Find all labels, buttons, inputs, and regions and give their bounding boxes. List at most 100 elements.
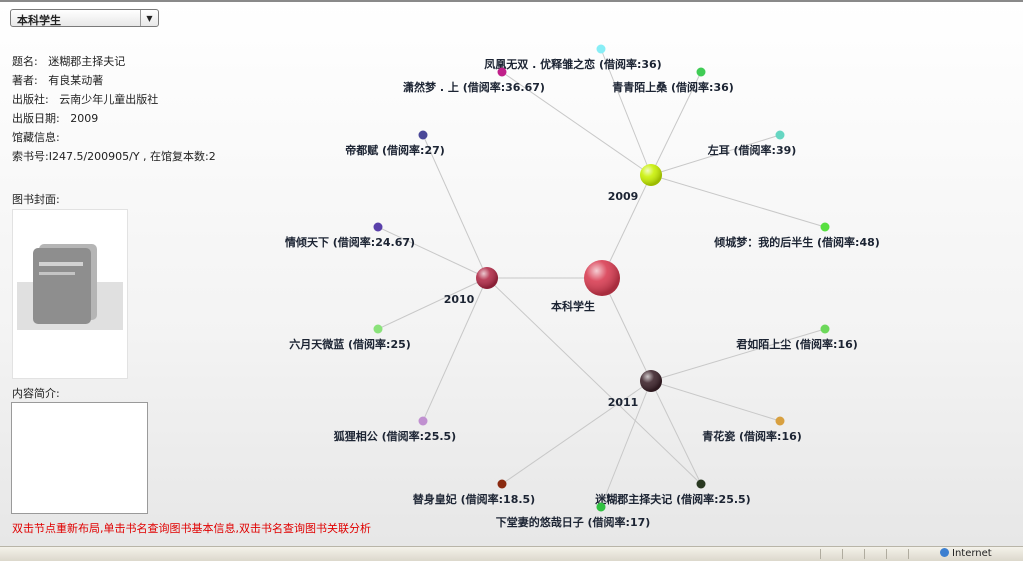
book-node-b14[interactable]: 下堂妻的悠哉日子 (借阅率:17) xyxy=(496,502,651,530)
user-type-select[interactable]: 本科学生 ▼ xyxy=(10,9,159,27)
node-shine-root xyxy=(584,260,620,296)
node-label-b8[interactable]: 六月天微蓝 (借阅率:25) xyxy=(289,337,411,351)
node-label-b4[interactable]: 左耳 (借阅率:39) xyxy=(707,143,797,157)
node-circle-b8[interactable] xyxy=(373,324,383,334)
graph-edge-y2010-b8 xyxy=(377,277,488,330)
node-circle-b3[interactable] xyxy=(696,67,706,77)
graph-edge-y2010-b7 xyxy=(377,226,488,279)
book-title-label: 题名: xyxy=(12,55,38,68)
graph-edge-y2009-b2 xyxy=(501,71,652,176)
node-circle-b10[interactable] xyxy=(820,324,830,334)
node-label-b5[interactable]: 倾城梦：我的后半生 (借阅率:48) xyxy=(713,235,880,249)
book-publisher-value: 云南少年儿童出版社 xyxy=(59,93,159,106)
node-label-b3[interactable]: 青青陌上桑 (借阅率:36) xyxy=(612,80,734,94)
book-node-b7[interactable]: 情倾天下 (借阅率:24.67) xyxy=(285,222,415,250)
book-node-b4[interactable]: 左耳 (借阅率:39) xyxy=(707,130,797,158)
graph-edge-y2009-b5 xyxy=(650,174,826,228)
graph-nodes: 本科学生 2009 2010 2011 凤凰无双 . 优释雏之恋 (借阅率:36) 潇然梦… xyxy=(285,44,880,530)
book-author-value: 有良某动著 xyxy=(48,74,104,87)
node-circle-b2[interactable] xyxy=(497,67,507,77)
book-cover-image xyxy=(12,209,128,379)
book-node-b5[interactable]: 倾城梦：我的后半生 (借阅率:48) xyxy=(713,222,880,250)
book-author-label: 著者: xyxy=(12,74,38,87)
call-number-text: 索书号:I247.5/200905/Y , 在馆复本数:2 xyxy=(12,150,216,163)
node-label-b11[interactable]: 青花瓷 (借阅率:16) xyxy=(702,429,802,443)
book-publisher-label: 出版社: xyxy=(12,93,49,106)
graph-edge-y2010-b9 xyxy=(422,277,488,422)
book-node-b3[interactable]: 青青陌上桑 (借阅率:36) xyxy=(612,67,734,95)
book-publisher-row: 出版社: 云南少年儿童出版社 xyxy=(12,91,158,107)
node-circle-b12[interactable] xyxy=(497,479,507,489)
node-circle-b11[interactable] xyxy=(775,416,785,426)
node-circle-b6[interactable] xyxy=(418,130,428,140)
book-node-b1[interactable]: 凤凰无双 . 优释雏之恋 (借阅率:36) xyxy=(484,44,662,72)
book-node-b10[interactable]: 君如陌上尘 (借阅率:16) xyxy=(736,324,858,352)
holdings-label: 馆藏信息: xyxy=(12,131,60,144)
graph-edges xyxy=(377,48,826,508)
book-pubdate-label: 出版日期: xyxy=(12,112,60,125)
node-circle-b9[interactable] xyxy=(418,416,428,426)
book-author-row: 著者: 有良某动著 xyxy=(12,72,103,88)
node-label-y2010[interactable]: 2010 xyxy=(444,293,475,306)
node-circle-b4[interactable] xyxy=(775,130,785,140)
year-node-y2009[interactable]: 2009 xyxy=(608,164,662,203)
intro-textbox[interactable] xyxy=(11,402,148,514)
book-pubdate-row: 出版日期: 2009 xyxy=(12,110,98,126)
graph-edge-root-y2011 xyxy=(601,277,652,382)
node-label-b1[interactable]: 凤凰无双 . 优释雏之恋 (借阅率:36) xyxy=(484,57,661,71)
graph-edge-y2009-b4 xyxy=(650,134,781,176)
node-label-b12[interactable]: 替身皇妃 (借阅率:18.5) xyxy=(413,492,535,506)
book-pubdate-value: 2009 xyxy=(70,112,99,125)
node-label-b7[interactable]: 情倾天下 (借阅率:24.67) xyxy=(285,235,415,249)
node-label-b2[interactable]: 潇然梦 . 上 (借阅率:36.67) xyxy=(403,80,545,94)
node-circle-b1[interactable] xyxy=(596,44,606,54)
node-circle-b13[interactable] xyxy=(696,479,706,489)
intro-label: 内容简介: xyxy=(12,387,60,400)
book-placeholder-icon xyxy=(17,244,123,330)
relation-graph[interactable]: 本科学生 2009 2010 2011 凤凰无双 . 优释雏之恋 (借阅率:36) 潇然梦… xyxy=(0,0,1023,545)
node-label-y2011[interactable]: 2011 xyxy=(608,396,639,409)
node-label-y2009[interactable]: 2009 xyxy=(608,190,639,203)
cover-label: 图书封面: xyxy=(12,193,60,206)
usage-hint: 双击节点重新布局,单击书名查询图书基本信息,双击书名查询图书关联分析 xyxy=(12,522,371,535)
book-title-value: 迷糊郡主择夫记 xyxy=(48,55,126,68)
book-node-b6[interactable]: 帝都赋 (借阅率:27) xyxy=(345,130,445,158)
node-label-b9[interactable]: 狐狸相公 (借阅率:25.5) xyxy=(334,429,456,443)
node-shine-y2009 xyxy=(640,164,662,186)
year-node-y2011[interactable]: 2011 xyxy=(608,370,662,409)
book-title-row: 题名: 迷糊郡主择夫记 xyxy=(12,53,125,69)
node-label-root[interactable]: 本科学生 xyxy=(551,299,595,313)
graph-edge-y2010-b13 xyxy=(486,277,702,485)
book-node-b12[interactable]: 替身皇妃 (借阅率:18.5) xyxy=(413,479,535,507)
graph-edge-y2009-b1 xyxy=(600,48,652,176)
book-node-b9[interactable]: 狐狸相公 (借阅率:25.5) xyxy=(334,416,456,444)
node-circle-b14[interactable] xyxy=(596,502,606,512)
node-shine-y2011 xyxy=(640,370,662,392)
zone-text: Internet xyxy=(952,548,992,559)
book-node-b2[interactable]: 潇然梦 . 上 (借阅率:36.67) xyxy=(403,67,545,95)
book-node-b11[interactable]: 青花瓷 (借阅率:16) xyxy=(702,416,802,444)
globe-icon xyxy=(940,548,949,557)
graph-edge-y2011-b12 xyxy=(501,380,652,485)
node-label-b10[interactable]: 君如陌上尘 (借阅率:16) xyxy=(736,337,858,351)
graph-edge-y2011-b10 xyxy=(650,328,826,382)
graph-edge-root-y2009 xyxy=(601,174,652,279)
node-label-b14[interactable]: 下堂妻的悠哉日子 (借阅率:17) xyxy=(496,515,651,529)
browser-statusbar: Internet xyxy=(0,546,1023,561)
book-node-b13[interactable]: 迷糊郡主择夫记 (借阅率:25.5) xyxy=(594,479,751,507)
security-zone: Internet xyxy=(940,548,992,559)
graph-edge-y2011-b13 xyxy=(650,380,702,485)
node-circle-b7[interactable] xyxy=(373,222,383,232)
window-top-border xyxy=(0,0,1023,2)
root-node-root[interactable]: 本科学生 xyxy=(551,260,620,313)
node-label-b13[interactable]: 迷糊郡主择夫记 (借阅率:25.5) xyxy=(594,492,750,506)
user-type-value: 本科学生 xyxy=(17,14,61,27)
node-label-b6[interactable]: 帝都赋 (借阅率:27) xyxy=(345,143,445,157)
year-node-y2010[interactable]: 2010 xyxy=(444,267,498,306)
graph-edge-y2009-b3 xyxy=(650,71,702,176)
chevron-down-icon[interactable]: ▼ xyxy=(140,10,158,26)
book-node-b8[interactable]: 六月天微蓝 (借阅率:25) xyxy=(289,324,411,352)
graph-edge-y2011-b14 xyxy=(600,380,652,508)
graph-edge-y2011-b11 xyxy=(650,380,781,422)
node-circle-b5[interactable] xyxy=(820,222,830,232)
